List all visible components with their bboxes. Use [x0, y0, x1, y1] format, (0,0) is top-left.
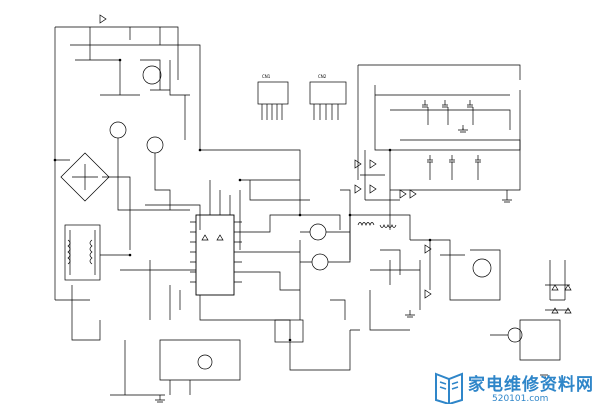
connector-cn2-label: CN2: [318, 74, 327, 79]
connector-cn2-body: [309, 81, 347, 105]
watermark-title: 家电维修资料网: [468, 375, 594, 395]
transformer-t1: [64, 224, 101, 281]
transistor-q3: [142, 65, 162, 85]
transistor-q5: [309, 223, 327, 241]
book-logo-icon: [435, 372, 463, 404]
watermark: 家电维修资料网 520101.com: [432, 368, 598, 412]
transistor-q6: [311, 253, 329, 271]
bridge-rectifier: [60, 152, 110, 202]
transistor-q1: [109, 121, 127, 139]
left-rail: [54, 27, 70, 161]
connector-cn1-body: [257, 81, 289, 105]
top-rail-right: [89, 27, 161, 60]
top-rail: [55, 26, 179, 80]
second-ic: [274, 319, 304, 343]
transistor-q2: [146, 136, 164, 154]
connector-cn1-label: CN1: [262, 74, 271, 79]
watermark-url: 520101.com: [492, 394, 549, 404]
secondary-top-bus: [357, 64, 521, 180]
transistor-q8: [472, 258, 492, 278]
main-ic: [195, 214, 235, 296]
transistor-q7: [197, 354, 213, 370]
